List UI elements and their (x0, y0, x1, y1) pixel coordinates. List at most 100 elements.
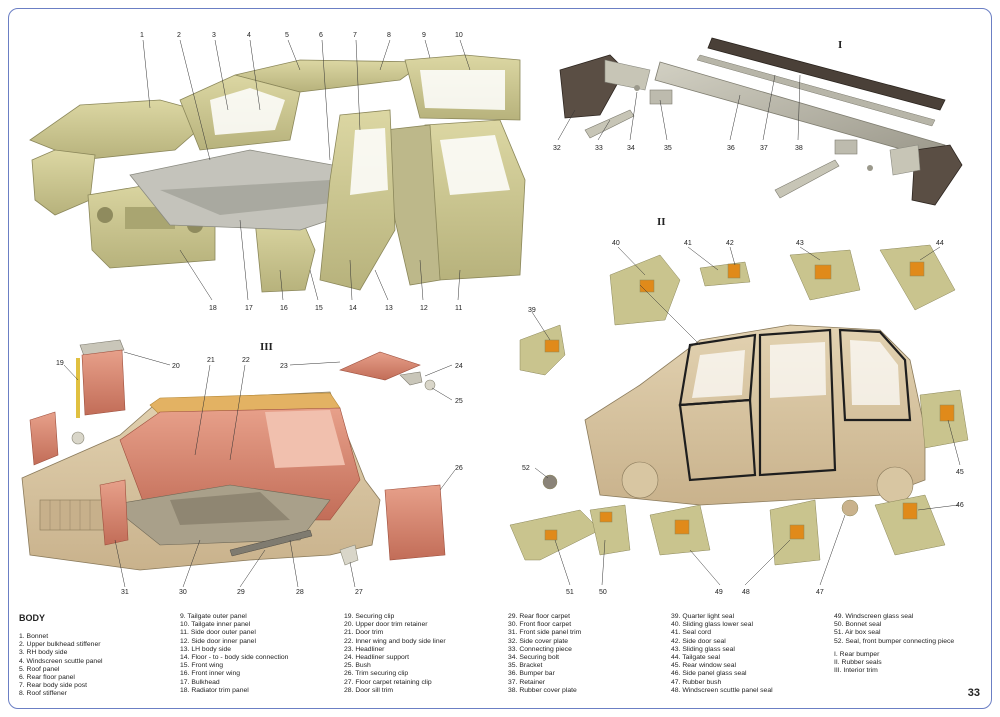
callout-17: 17 (245, 305, 253, 312)
bracket-right (834, 139, 858, 155)
retainer (696, 54, 936, 127)
legend-column-3: 19. Securing clip 20. Upper door trim re… (344, 613, 446, 695)
seal-detail-parts (509, 244, 969, 566)
front-wing-left (31, 149, 96, 216)
legend-item: 24. Headliner support (344, 654, 409, 662)
roman-label-i: I (838, 39, 842, 51)
callout-49: 49 (715, 589, 723, 596)
legend-item: 23. Headliner (344, 645, 385, 653)
callout-42: 42 (726, 240, 734, 247)
callout-25: 25 (455, 398, 463, 405)
callout-15: 15 (315, 305, 323, 312)
legend-item: 1. Bonnet (19, 633, 49, 640)
legend-item: I. Rear bumper (834, 650, 880, 658)
legend-column-2: 9. Tailgate outer panel 10. Tailgate inn… (180, 613, 288, 695)
callout-11: 11 (455, 305, 462, 312)
legend-item: 8. Roof stiffener (19, 690, 67, 698)
rubber-cover-plate (707, 37, 946, 111)
headliner-support (399, 371, 423, 386)
legend-item: 30. Front floor carpet (508, 621, 572, 629)
legend-item: 45. Rear window seal (671, 662, 736, 670)
callout-12: 12 (420, 305, 428, 312)
callout-5: 5 (285, 32, 289, 39)
section-title: BODY (19, 613, 46, 623)
legend-item: 15. Front wing (180, 662, 224, 670)
callout-13: 13 (385, 305, 393, 312)
legend-item: 50. Bonnet seal (834, 621, 882, 629)
callout-36: 36 (727, 145, 735, 152)
callout-20: 20 (172, 363, 180, 370)
callout-38: 38 (795, 145, 803, 152)
callout-1: 1 (140, 32, 144, 39)
rear-bumper-diagram (559, 37, 963, 206)
rubber-seals-diagram (509, 244, 969, 566)
legend-item: 13. LH body side (180, 645, 232, 653)
callout-3: 3 (212, 32, 216, 39)
legend-item: 16. Front inner wing (180, 670, 241, 678)
roman-label-ii: II (657, 216, 666, 228)
legend-item: 34. Securing bolt (508, 654, 560, 662)
leaders-interior (63, 351, 456, 588)
legend-item: 43. Sliding glass seal (671, 645, 735, 653)
callout-14: 14 (349, 305, 357, 312)
callout-4: 4 (247, 32, 251, 39)
page-number: 33 (967, 687, 980, 699)
connecting-piece-left (584, 109, 635, 139)
rear-window-seal-outline (838, 328, 912, 422)
callout-31: 31 (121, 589, 129, 596)
legend-item: 20. Upper door trim retainer (344, 621, 428, 629)
legend-item: 31. Front side panel trim (508, 629, 582, 637)
callout-23: 23 (280, 363, 288, 370)
callout-19: 19 (56, 360, 64, 367)
legend-item: 6. Rear floor panel (19, 674, 75, 682)
callout-16: 16 (280, 305, 288, 312)
front-side-panel-trim (99, 479, 129, 546)
callout-numbers: 1 2 3 4 5 6 7 8 9 10 11 12 13 14 15 16 1… (56, 32, 964, 596)
callout-40: 40 (612, 240, 620, 247)
callout-24: 24 (455, 363, 463, 370)
legend-item: 3. RH body side (19, 649, 68, 657)
legend-item: III. Interior trim (834, 667, 878, 675)
legend-item: 28. Door sill trim (344, 686, 394, 694)
leaders-top-left (142, 39, 471, 301)
callout-6: 6 (319, 32, 323, 39)
exploded-body-diagram (29, 54, 526, 293)
callout-35: 35 (664, 145, 672, 152)
callout-37: 37 (760, 145, 768, 152)
callout-22: 22 (242, 357, 250, 364)
side-cover-plate-right (911, 144, 963, 206)
legend-item: 35. Bracket (508, 662, 543, 670)
callout-2: 2 (177, 32, 181, 39)
rear-window-opening (265, 410, 345, 468)
callout-8: 8 (387, 32, 391, 39)
legend-item: 48. Windscreen scuttle panel seal (671, 686, 773, 694)
legend-item: 32. Side cover plate (508, 637, 569, 645)
callout-28: 28 (296, 589, 304, 596)
callout-26: 26 (455, 465, 463, 472)
legend-item: 4. Windscreen scuttle panel (19, 657, 103, 665)
bracket-left (649, 89, 673, 105)
door-trim-panel (81, 349, 126, 416)
callout-43: 43 (796, 240, 804, 247)
callout-32: 32 (553, 145, 561, 152)
callout-9: 9 (422, 32, 426, 39)
callout-46: 46 (956, 502, 964, 509)
legend-item: 29. Rear floor carpet (508, 613, 570, 620)
callout-33: 33 (595, 145, 603, 152)
legend-item: 36. Bumper bar (508, 670, 555, 678)
legend-item: 26. Trim securing clip (344, 670, 409, 678)
callout-29: 29 (237, 589, 245, 596)
legend-item: 39. Quarter light seal (671, 613, 735, 620)
callout-10: 10 (455, 32, 463, 39)
legend-column-6: 49. Windscreen glass seal 50. Bonnet sea… (834, 613, 954, 675)
legend-column-4: 29. Rear floor carpet 30. Front floor ca… (508, 613, 581, 695)
legend-item: 22. Inner wing and body side liner (344, 637, 446, 645)
legend-item: 17. Bulkhead (180, 678, 220, 686)
connecting-piece-right (774, 159, 840, 199)
legend-item: 37. Retainer (508, 678, 546, 686)
callout-30: 30 (179, 589, 187, 596)
upper-door-trim-retainer (79, 339, 125, 357)
leaders-bumper (557, 74, 801, 141)
callout-48: 48 (742, 589, 750, 596)
callout-27: 27 (355, 589, 363, 596)
